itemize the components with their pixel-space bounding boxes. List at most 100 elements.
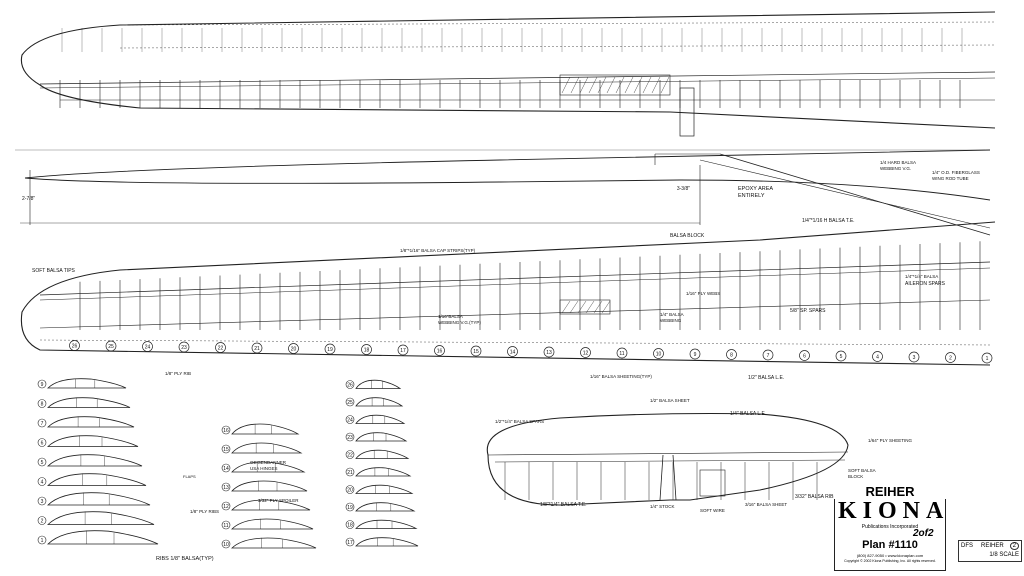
station-number-circle	[470, 345, 482, 357]
station-number-circle	[69, 340, 80, 351]
hatch-line	[593, 300, 603, 314]
rib-number: 15	[223, 447, 229, 453]
station-number: 11	[619, 351, 624, 357]
rib-profile	[231, 461, 306, 473]
rib-profile	[355, 519, 418, 529]
station-number: 2	[949, 356, 952, 362]
balsa-le-label: 1/2" BALSA L.E.	[748, 375, 784, 381]
station-number: 12	[583, 351, 589, 357]
aileron-spars-label: AILERON SPARS	[905, 281, 946, 287]
rib-profile	[355, 397, 404, 407]
sp-spars-label: 5/8" SP. SPARS	[790, 308, 826, 314]
upper-wing-sheeting-line	[119, 21, 996, 26]
station-number-circle	[288, 343, 299, 354]
rib-profile	[47, 378, 127, 389]
sheet-number: 2	[1009, 542, 1019, 550]
lower-wing-outline	[20, 221, 996, 366]
hatch-line	[606, 76, 616, 94]
scale-label: 1/8 SCALE	[989, 552, 1019, 558]
station-number-circle	[434, 345, 445, 356]
fiberglass-tube-label: 1/4" O.D. FIBERGLASS	[932, 170, 980, 175]
rib-profile	[231, 442, 303, 454]
rib-number-circle	[345, 450, 355, 459]
hatch-line	[633, 76, 643, 94]
soft-block-label: BLOCK	[848, 474, 863, 479]
station-number-circle	[251, 342, 263, 354]
rib-number: 8	[41, 402, 44, 408]
balsa-block-label: BALSA BLOCK	[670, 233, 705, 239]
rib-number-circle	[37, 457, 47, 467]
station-number: 6	[803, 354, 806, 360]
kiona-tagline: Publications Incorporated	[861, 524, 919, 530]
rib-number: 9	[41, 382, 44, 388]
station-number: 17	[400, 348, 406, 354]
ply-rib-label: 1/8" PLY RIB	[165, 371, 191, 376]
dim-top-label: 3-3/8"	[677, 186, 690, 192]
lower-wing-spar	[39, 267, 991, 301]
rib-number-circle	[345, 485, 355, 494]
station-number-circle	[945, 352, 956, 363]
ply-sheeting-label: 1/64" PLY SHEETING	[868, 438, 912, 443]
rib-profile	[355, 467, 412, 477]
copyright-line: Copyright © 2002 Kiona Publishing, Inc. …	[844, 559, 936, 563]
rib-number: 20	[347, 488, 353, 494]
rib-number: 21	[347, 470, 353, 476]
tail-ribs-label: 3/32" BALSA RIBS	[795, 494, 837, 500]
rib-profile	[355, 449, 410, 459]
tail-center-joint	[659, 454, 664, 501]
epoxy-label: EPOXY AREA	[738, 186, 773, 192]
rib-number-circle	[221, 463, 231, 473]
soft-block-label: SOFT BALSA	[848, 468, 876, 473]
station-number: 3	[913, 355, 916, 361]
station-number-circle	[689, 348, 701, 360]
stock-label: 1/4" STOCK	[650, 504, 675, 509]
hard-balsa-webbing-label: WEBBING V.G.	[880, 166, 911, 171]
hatch-line	[579, 76, 589, 94]
rib-profile	[355, 502, 416, 512]
upper-wing-spar-lower	[39, 77, 996, 89]
station-number-circle	[142, 341, 153, 352]
rib-profile	[355, 484, 414, 494]
ply-webs-label: 1/16" PLY WEBS	[686, 291, 720, 296]
rib-number: 13	[223, 485, 229, 491]
soft-wire-label: SOFT WIRE	[700, 508, 725, 513]
station-number: 7	[767, 353, 770, 359]
station-number-circle	[835, 350, 847, 362]
rib-number-circle	[345, 467, 355, 477]
hatch-line	[615, 76, 625, 94]
hatch-line	[561, 300, 571, 314]
balsa-webbing-label: WEBBING	[660, 318, 682, 323]
station-number: 23	[181, 345, 187, 351]
hatch-line	[561, 76, 571, 94]
station-number-circle	[653, 348, 664, 359]
hatch-line	[624, 76, 634, 94]
station-number-circle	[361, 344, 372, 355]
hatch-line	[569, 300, 579, 314]
rib-number: 17	[347, 540, 353, 546]
rib-number: 14	[223, 466, 229, 472]
station-number: 24	[145, 345, 151, 351]
station-number-circle	[872, 351, 883, 362]
rib-number-circle	[37, 496, 47, 506]
rib-number-circle	[37, 399, 47, 408]
rib-number-circle	[221, 444, 231, 454]
tail-spars-label: 1/2"*1/4" BALSA SPARS	[495, 419, 544, 424]
sheeting-typ-label: 1/16" BALSA SHEETING(TYP)	[590, 374, 652, 379]
upper-wing-outline	[20, 11, 996, 129]
rib-number: 2	[41, 519, 44, 525]
epoxy-label: ENTIRELY	[738, 193, 765, 199]
tail-le-label: 1/4" BALSA L.E.	[730, 411, 766, 417]
upper-wing-main-spar	[39, 71, 996, 85]
station-number-circle	[324, 343, 336, 355]
tail-spar	[487, 451, 849, 456]
rib-number: 25	[347, 400, 353, 406]
rib-profile	[230, 537, 317, 549]
rib-number: 22	[347, 453, 353, 459]
rib-profile	[47, 511, 155, 525]
hatch-line	[597, 76, 607, 94]
rib-profile	[47, 530, 159, 545]
station-number-circle	[178, 341, 190, 353]
cap-strips-label: 1/8"*1/16" BALSA CAP STRIPS(TYP)	[400, 248, 476, 253]
soft-balsa-tips-label: SOFT BALSA TIPS	[32, 268, 76, 274]
rib-profile	[355, 414, 406, 424]
